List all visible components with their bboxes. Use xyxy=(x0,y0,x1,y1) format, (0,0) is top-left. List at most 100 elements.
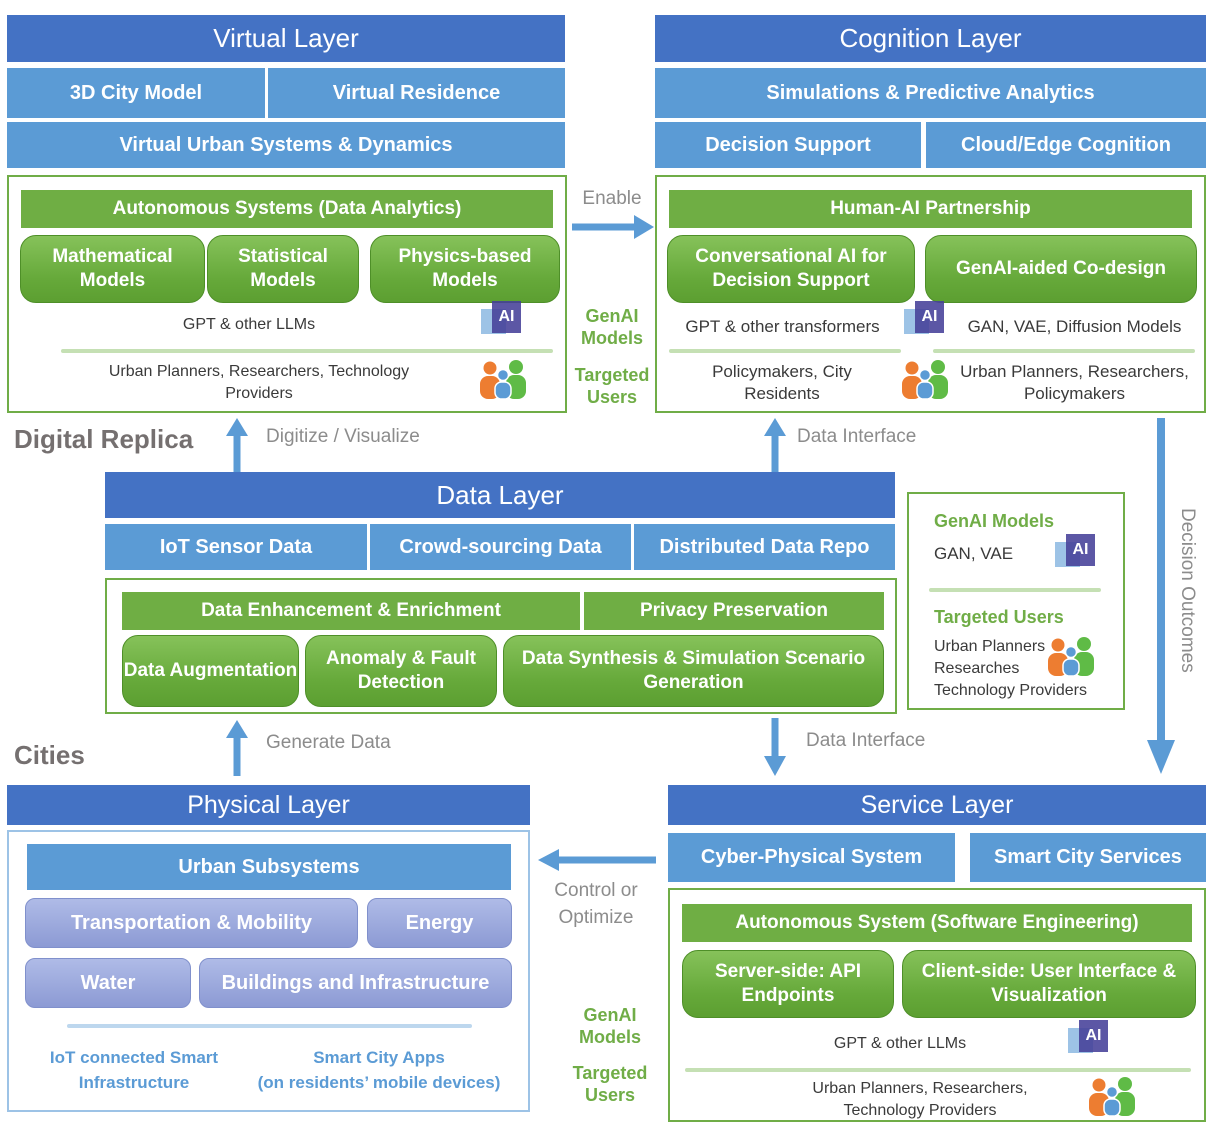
digital-replica-label: Digital Replica xyxy=(14,424,194,454)
conversational-ai-pill: Conversational AI for Decision Support xyxy=(667,235,915,303)
targeted-users-label-bottom: Targeted Users xyxy=(572,1062,648,1106)
virtual-3d-city-model: 3D City Model xyxy=(7,68,265,118)
smart-city-apps-line2: (on residents’ mobile devices) xyxy=(257,1072,501,1092)
smart-city-apps-note: Smart City Apps (on residents’ mobile de… xyxy=(241,1046,517,1095)
ai-icon: AI xyxy=(1055,534,1095,574)
virtual-residence: Virtual Residence xyxy=(268,68,565,118)
cognition-genai-right-text: GAN, VAE, Diffusion Models xyxy=(967,316,1182,336)
data-augmentation-pill: Data Augmentation xyxy=(122,635,299,707)
generate-data-arrow xyxy=(226,720,248,776)
iot-infrastructure-line1: IoT connected Smart xyxy=(49,1048,219,1067)
cognition-layer-header: Cognition Layer xyxy=(655,15,1206,62)
cyber-physical-system: Cyber-Physical System xyxy=(668,833,955,882)
digitize-arrow xyxy=(226,418,248,472)
control-optimize-arrow xyxy=(538,849,656,871)
divider xyxy=(929,588,1101,592)
data-synthesis-pill: Data Synthesis & Simulation Scenario Gen… xyxy=(503,635,884,707)
ai-icon-front-square: AI xyxy=(1079,1020,1108,1052)
virtual-targeted-users-text: Urban Planners, Researchers, Technology … xyxy=(108,363,410,402)
distributed-data-repo: Distributed Data Repo xyxy=(634,524,895,570)
iot-sensor-data: IoT Sensor Data xyxy=(105,524,367,570)
divider xyxy=(61,349,553,353)
digitize-visualize-label: Digitize / Visualize xyxy=(266,426,420,447)
data-interface-down-arrow xyxy=(764,718,786,776)
generate-data-label: Generate Data xyxy=(266,732,391,753)
enable-arrow xyxy=(572,215,654,239)
decision-outcomes-label: Decision Outcomes xyxy=(1177,507,1198,673)
mathematical-models-pill: Mathematical Models xyxy=(20,235,205,303)
energy-pill: Energy xyxy=(367,898,512,948)
virtual-layer-header: Virtual Layer xyxy=(7,15,565,62)
ai-icon: AI xyxy=(1068,1020,1108,1060)
data-layer-header: Data Layer xyxy=(105,472,895,518)
ai-icon-front-square: AI xyxy=(1066,534,1095,566)
crowd-sourcing-data: Crowd-sourcing Data xyxy=(370,524,631,570)
autonomous-systems-data-analytics-bar: Autonomous Systems (Data Analytics) xyxy=(21,190,553,228)
enable-label: Enable xyxy=(582,188,642,209)
service-targeted-users-text: Urban Planners, Researchers, Technology … xyxy=(812,1080,1028,1119)
panel-targeted-users-list: Urban Planners Researches Technology Pro… xyxy=(934,636,1087,702)
divider xyxy=(685,1068,1191,1072)
virtual-autonomous-box: Autonomous Systems (Data Analytics) Math… xyxy=(7,175,567,413)
iot-infrastructure-line2: Infrastructure xyxy=(78,1072,190,1092)
human-ai-partnership-bar: Human-AI Partnership xyxy=(669,190,1192,228)
data-interface-top-label: Data Interface xyxy=(797,426,917,447)
smart-city-services: Smart City Services xyxy=(970,833,1206,882)
physical-layer-header: Physical Layer xyxy=(7,785,530,825)
ai-icon: AI xyxy=(904,301,944,341)
people-icon xyxy=(1048,637,1094,676)
divider xyxy=(67,1024,472,1028)
panel-user-item: Urban Planners xyxy=(934,638,1046,655)
targeted-users-label-top: Targeted Users xyxy=(574,364,650,408)
ai-icon: AI xyxy=(481,301,521,341)
panel-user-item: Researches xyxy=(934,660,1020,677)
statistical-models-pill: Statistical Models xyxy=(207,235,359,303)
service-layer-header: Service Layer xyxy=(668,785,1206,825)
server-side-api-pill: Server-side: API Endpoints xyxy=(682,950,894,1018)
service-genai-models-text: GPT & other LLMs xyxy=(833,1035,967,1053)
data-interface-bottom-label: Data Interface xyxy=(806,730,926,751)
virtual-urban-systems: Virtual Urban Systems & Dynamics xyxy=(7,122,565,168)
iot-infrastructure-note: IoT connected Smart Infrastructure xyxy=(29,1046,239,1095)
panel-genai-models-title: GenAI Models xyxy=(934,511,1055,531)
decision-support: Decision Support xyxy=(655,122,921,168)
data-processing-box: Data Enhancement & Enrichment Privacy Pr… xyxy=(105,578,897,714)
cognition-users-left-text: Policymakers, City Residents xyxy=(712,361,852,403)
autonomous-system-software-bar: Autonomous System (Software Engineering) xyxy=(682,904,1192,942)
genai-models-label-bottom: GenAI Models xyxy=(578,1004,641,1048)
cognition-users-right-text: Urban Planners, Researchers, Policymaker… xyxy=(960,361,1189,403)
cloud-edge-cognition: Cloud/Edge Cognition xyxy=(926,122,1206,168)
divider xyxy=(669,349,901,353)
virtual-genai-models-text: GPT & other LLMs xyxy=(182,316,316,334)
control-optimize-label: Control or Optimize xyxy=(554,880,638,928)
transportation-mobility-pill: Transportation & Mobility xyxy=(25,898,358,948)
water-pill: Water xyxy=(25,958,191,1008)
genai-side-panel: GenAI Models GAN, VAE AI Targeted Users … xyxy=(907,492,1125,710)
genai-aided-codesign-pill: GenAI-aided Co-design xyxy=(925,235,1197,303)
privacy-preservation-bar: Privacy Preservation xyxy=(584,592,884,630)
people-icon xyxy=(1089,1077,1135,1116)
buildings-infrastructure-pill: Buildings and Infrastructure xyxy=(199,958,512,1008)
decision-outcomes-arrow xyxy=(1147,418,1175,774)
cities-label: Cities xyxy=(14,740,85,770)
physical-layer-box: Urban Subsystems Transportation & Mobili… xyxy=(7,830,530,1112)
ai-icon-front-square: AI xyxy=(915,301,944,333)
physics-based-models-pill: Physics-based Models xyxy=(370,235,560,303)
data-enhancement-bar: Data Enhancement & Enrichment xyxy=(122,592,580,630)
client-side-ui-pill: Client-side: User Interface & Visualizat… xyxy=(902,950,1196,1018)
anomaly-fault-detection-pill: Anomaly & Fault Detection xyxy=(305,635,497,707)
panel-genai-models-text: GAN, VAE xyxy=(934,544,1014,563)
genai-models-label-top: GenAI Models xyxy=(580,305,643,349)
smart-city-apps-line1: Smart City Apps xyxy=(313,1048,445,1067)
people-icon xyxy=(480,360,526,399)
cognition-genai-left-text: GPT & other transformers xyxy=(685,316,880,336)
ai-icon-front-square: AI xyxy=(492,301,521,333)
service-autonomous-box: Autonomous System (Software Engineering)… xyxy=(668,888,1206,1122)
cognition-partnership-box: Human-AI Partnership Conversational AI f… xyxy=(655,175,1206,413)
panel-user-item: Technology Providers xyxy=(934,682,1087,699)
data-interface-up-arrow xyxy=(764,418,786,472)
urban-subsystems-bar: Urban Subsystems xyxy=(27,844,511,890)
panel-targeted-users-title: Targeted Users xyxy=(934,607,1064,627)
people-icon xyxy=(902,360,948,399)
divider xyxy=(933,349,1195,353)
